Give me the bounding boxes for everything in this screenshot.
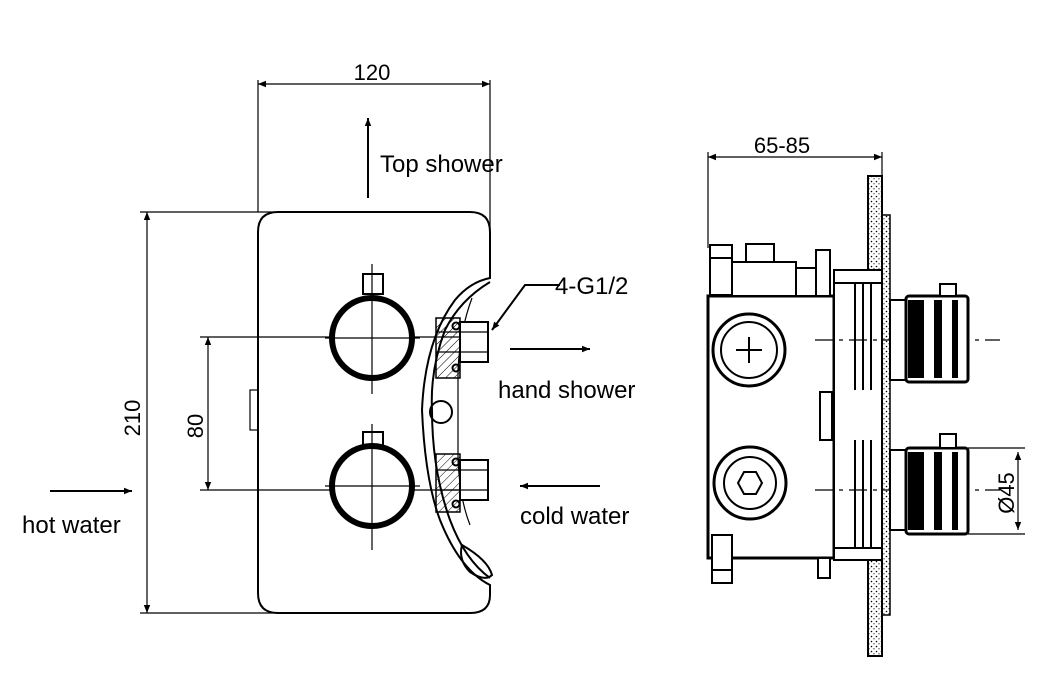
lower-handle — [889, 433, 970, 536]
upper-knob — [325, 264, 420, 394]
upper-side-port — [711, 312, 787, 388]
spacing-dimension: 80 — [183, 336, 470, 491]
front-view: 120 210 80 — [22, 60, 635, 614]
diameter-dimension-label: Ø45 — [994, 472, 1019, 514]
valve-body-profile — [430, 281, 491, 579]
height-dimension-label: 210 — [120, 400, 145, 437]
bottom-bracket — [711, 534, 831, 584]
upper-fitting — [435, 317, 489, 379]
lower-fitting — [435, 453, 489, 513]
spacing-dimension-label: 80 — [183, 414, 208, 438]
width-dimension-label: 120 — [354, 60, 391, 85]
width-dimension: 120 — [257, 60, 491, 258]
top-bracket — [709, 243, 831, 297]
top-shower-label: Top shower — [380, 151, 503, 178]
cold-water-label: cold water — [520, 503, 629, 530]
hot-water-label: hot water — [22, 512, 121, 539]
depth-dimension-label: 65-85 — [754, 133, 810, 158]
thread-leader — [491, 284, 560, 331]
diameter-dimension: Ø45 — [968, 447, 1025, 535]
depth-dimension: 65-85 — [707, 133, 883, 248]
cooling-fins — [854, 282, 872, 548]
front-plate-outline — [257, 211, 491, 614]
hand-shower-label: hand shower — [498, 377, 635, 404]
plate-clip — [249, 389, 259, 431]
valve-port — [429, 400, 453, 424]
thread-size-label: 4-G1/2 — [555, 273, 628, 300]
lower-side-port — [712, 445, 788, 521]
upper-handle — [889, 283, 970, 384]
lower-knob — [325, 424, 420, 550]
side-view: 65-85 — [706, 133, 1025, 657]
height-dimension: 210 — [120, 211, 300, 614]
